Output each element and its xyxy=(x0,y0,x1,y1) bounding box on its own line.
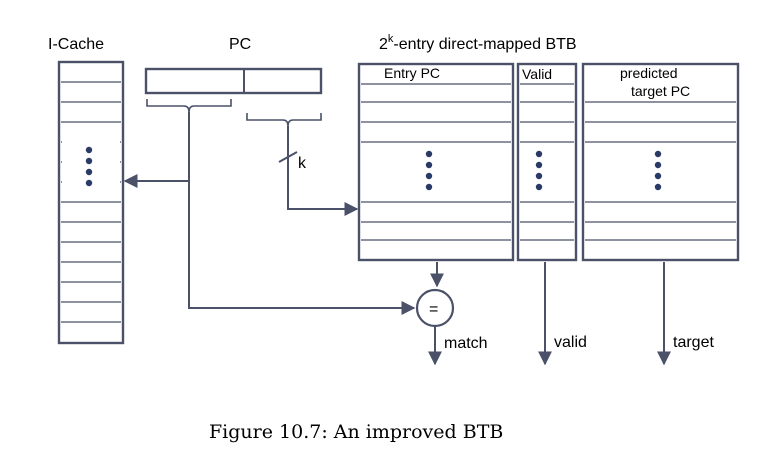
tag-compare-wire xyxy=(188,181,416,315)
icache-index-wire xyxy=(123,112,190,188)
pc-register xyxy=(144,67,323,95)
ellipsis-dot xyxy=(425,150,433,158)
ellipsis-dot xyxy=(535,183,543,191)
btb-title: 2k-entry direct-mapped BTB xyxy=(379,33,577,53)
ellipsis-dot xyxy=(535,150,543,158)
valid-header: Valid xyxy=(522,66,552,82)
btb-index-wire xyxy=(287,126,359,216)
predicted-header-line2: target PC xyxy=(631,83,690,99)
target-output-label: target xyxy=(673,334,714,351)
ellipsis-dot xyxy=(85,168,93,176)
ellipsis-dot xyxy=(425,172,433,180)
btb-entry-pc-column xyxy=(357,62,515,262)
pc-index-brace xyxy=(146,99,232,113)
predicted-header-line1: predicted xyxy=(620,65,678,81)
ellipsis-dot xyxy=(535,161,543,169)
ellipsis-dot xyxy=(85,157,93,165)
figure-caption: Figure 10.7: An improved BTB xyxy=(209,421,503,443)
ellipsis-dot xyxy=(85,146,93,154)
comparator-symbol: = xyxy=(429,301,438,318)
icache-array xyxy=(57,60,125,345)
match-label: match xyxy=(444,335,488,352)
k-width-label: k xyxy=(298,155,307,172)
pc-k-bits-brace xyxy=(246,113,322,127)
bus-width-slash xyxy=(278,151,298,163)
ellipsis-dot xyxy=(654,161,662,169)
entry-pc-header: Entry PC xyxy=(384,65,440,81)
icache-label: I-Cache xyxy=(48,36,104,53)
btb-valid-column xyxy=(516,62,578,262)
ellipsis-dot xyxy=(654,172,662,180)
ellipsis-dot xyxy=(85,179,93,187)
ellipsis-dot xyxy=(535,172,543,180)
btb-target-column xyxy=(581,62,740,262)
valid-output-label: valid xyxy=(554,334,587,351)
ellipsis-dot xyxy=(654,183,662,191)
pc-label: PC xyxy=(229,36,251,53)
ellipsis-dot xyxy=(425,161,433,169)
ellipsis-dot xyxy=(654,150,662,158)
ellipsis-dot xyxy=(425,183,433,191)
